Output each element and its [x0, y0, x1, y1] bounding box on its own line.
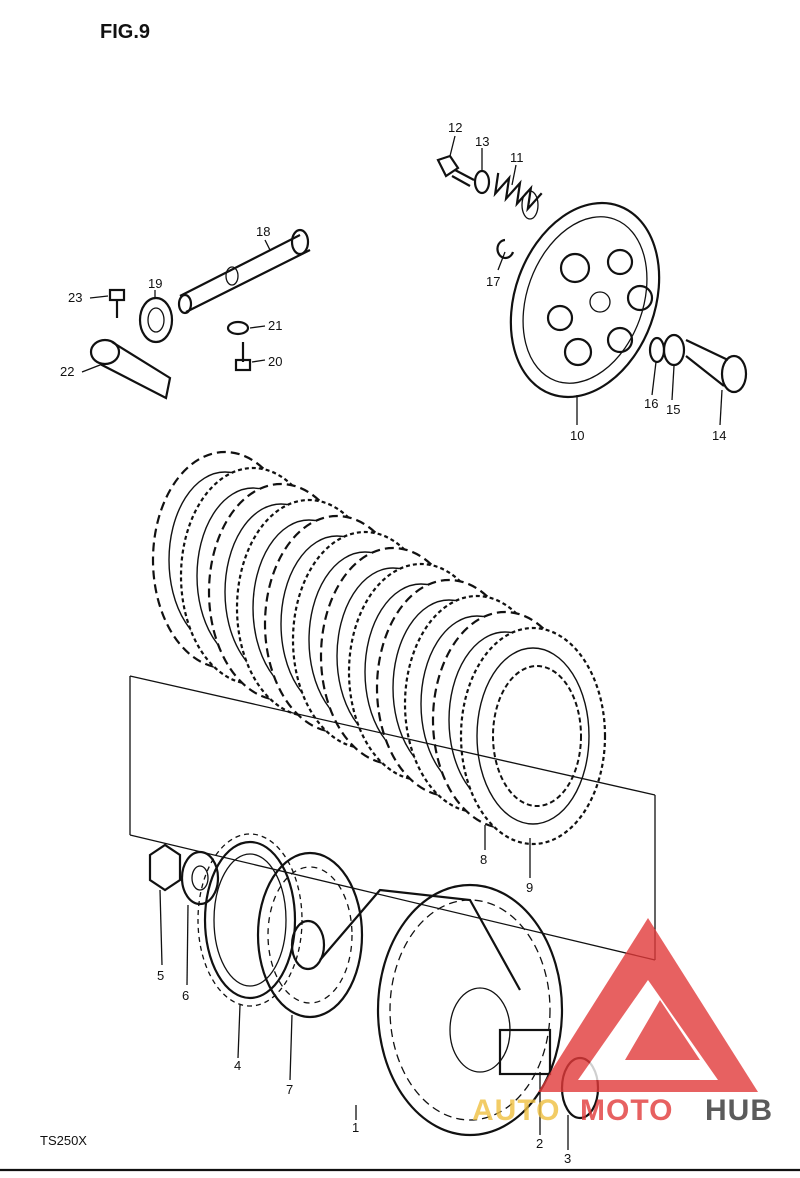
clutch-plate-stack [151, 450, 607, 846]
callout-20: 20 [268, 354, 282, 369]
callout-4: 4 [234, 1058, 241, 1073]
part-7-clutch-sleeve-hub [256, 851, 364, 1019]
callout-19: 19 [148, 276, 162, 291]
callout-labels: 1 2 3 4 5 6 7 8 9 10 11 12 13 14 15 16 1… [60, 120, 726, 1166]
callout-18: 18 [256, 224, 270, 239]
callout-2: 2 [536, 1136, 543, 1151]
part-19-oil-seal [138, 296, 174, 344]
part-12-bolt [436, 154, 475, 187]
part-21-washer [226, 320, 250, 336]
part-20-bolt [234, 342, 252, 372]
callout-3: 3 [564, 1151, 571, 1166]
part-16-washer [648, 336, 666, 364]
callout-16: 16 [644, 396, 658, 411]
part-17-circlip [496, 238, 515, 260]
part-18-release-shaft [177, 228, 311, 315]
part-1-clutch-housing [319, 883, 564, 1137]
callout-1: 1 [352, 1120, 359, 1135]
part-15-bearing [662, 333, 686, 367]
part-11-spring [493, 172, 543, 220]
automotohub-watermark: AUTO MOTO HUB [472, 918, 773, 1127]
part-10-pressure-plate [509, 201, 661, 399]
callout-7: 7 [286, 1082, 293, 1097]
watermark-text-moto: MOTO [580, 1094, 673, 1127]
callout-15: 15 [666, 402, 680, 417]
figure-title: FIG.9 [100, 21, 150, 43]
callout-8: 8 [480, 852, 487, 867]
part-6-lock-washer [180, 850, 220, 906]
part-22-release-lever [89, 338, 172, 400]
callout-6: 6 [182, 988, 189, 1003]
part-2-spacer [498, 1028, 552, 1076]
part-23-bolt [108, 288, 126, 318]
leader-lines [81, 135, 723, 1150]
model-code: TS250X [40, 1133, 87, 1148]
callout-22: 22 [60, 364, 74, 379]
callout-10: 10 [570, 428, 584, 443]
callout-12: 12 [448, 120, 462, 135]
callout-9: 9 [526, 880, 533, 895]
part-4-primary-driven-gear [197, 833, 303, 1007]
callout-23: 23 [68, 290, 82, 305]
part-5-nut [148, 843, 182, 892]
steel-plate [459, 626, 607, 846]
watermark-text-hub: HUB [705, 1094, 773, 1127]
watermark-text-auto: AUTO [472, 1094, 560, 1127]
callout-11: 11 [510, 150, 524, 165]
part-13-washer [473, 169, 491, 195]
callout-5: 5 [157, 968, 164, 983]
callout-21: 21 [268, 318, 282, 333]
callout-17: 17 [486, 274, 500, 289]
callout-13: 13 [475, 134, 489, 149]
callout-14: 14 [712, 428, 726, 443]
part-14-push-piece [685, 339, 748, 394]
